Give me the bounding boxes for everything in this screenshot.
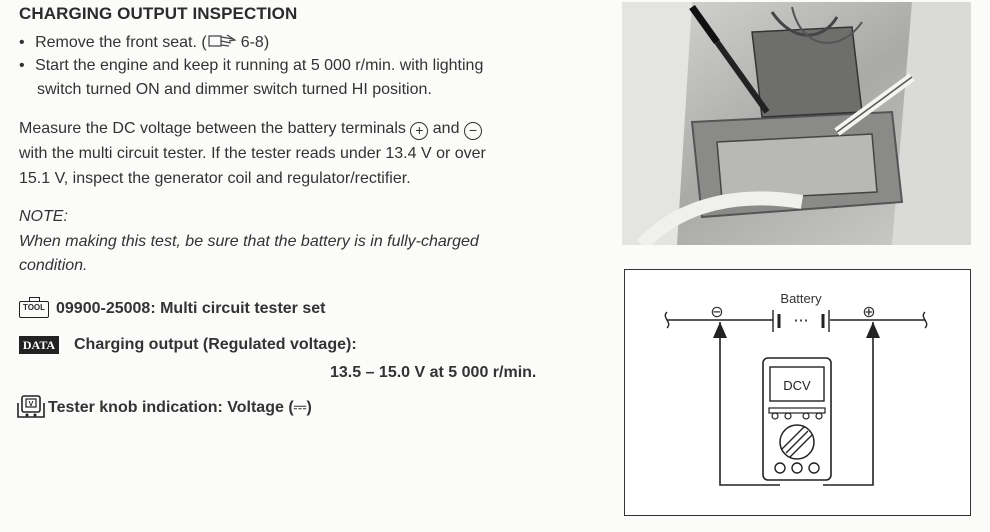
tool-icon: TOOL bbox=[19, 297, 49, 318]
bullet-marker: • bbox=[19, 34, 25, 51]
book-reference-icon bbox=[207, 34, 237, 48]
battery-label: Battery bbox=[780, 291, 822, 306]
tester-connection-diagram: Battery ⊖ ⊕ ··· DCV bbox=[624, 269, 971, 516]
knob-icon-letter: V bbox=[29, 401, 34, 408]
data-value: 13.5 – 15.0 V at 5 000 r/min. bbox=[330, 364, 537, 381]
minus-terminal-symbol: − bbox=[463, 122, 482, 140]
wire-break-right bbox=[922, 311, 928, 329]
paragraph-and: and bbox=[432, 120, 460, 137]
meter-dial bbox=[779, 424, 815, 460]
meter-display-text: DCV bbox=[783, 378, 811, 393]
positive-terminal-symbol: ⊕ bbox=[862, 302, 875, 321]
bullet-text-line-1: Start the engine and keep it running at … bbox=[35, 57, 484, 74]
paragraph-text: Measure the DC voltage between the batte… bbox=[19, 120, 406, 137]
positive-probe-lead bbox=[823, 322, 874, 486]
paragraph-line-1: Measure the DC voltage between the batte… bbox=[19, 120, 482, 140]
bullet-start-engine: • Start the engine and keep it running a… bbox=[19, 57, 483, 75]
negative-terminal-symbol: ⊖ bbox=[710, 302, 723, 321]
bullet-text-line-2: switch turned ON and dimmer switch turne… bbox=[37, 81, 432, 98]
note-label: NOTE: bbox=[19, 208, 68, 225]
paragraph-line-2: with the multi circuit tester. If the te… bbox=[19, 145, 486, 162]
negative-probe-lead bbox=[719, 322, 780, 486]
wire-break-left bbox=[664, 311, 670, 329]
tool-text: 09900-25008: Multi circuit tester set bbox=[56, 300, 326, 317]
note-line-1: When making this test, be sure that the … bbox=[19, 233, 479, 250]
dc-voltage-symbol: ⎓ bbox=[293, 399, 307, 416]
data-icon: DATA bbox=[19, 336, 59, 354]
data-label: Charging output (Regulated voltage): bbox=[74, 336, 357, 353]
bullet-marker: • bbox=[19, 57, 25, 74]
note-line-2: condition. bbox=[19, 257, 88, 274]
plus-terminal-symbol: + bbox=[410, 122, 429, 140]
tester-knob-icon: V bbox=[17, 395, 45, 419]
battery-dots: ··· bbox=[793, 311, 808, 330]
knob-text-close: ) bbox=[306, 399, 312, 416]
photo-battery-terminals bbox=[622, 2, 971, 250]
knob-text-label: Tester knob indication: Voltage ( bbox=[48, 399, 294, 416]
bullet-remove-seat: • Remove the front seat. ( 6-8) bbox=[19, 34, 269, 52]
bullet-ref: 6-8) bbox=[240, 34, 270, 51]
bullet-text: Remove the front seat. ( bbox=[35, 34, 207, 51]
paragraph-line-3: 15.1 V, inspect the generator coil and r… bbox=[19, 170, 411, 187]
multimeter-display bbox=[769, 366, 825, 402]
page-title: CHARGING OUTPUT INSPECTION bbox=[19, 4, 298, 23]
knob-text: Tester knob indication: Voltage (⎓) bbox=[48, 399, 312, 417]
